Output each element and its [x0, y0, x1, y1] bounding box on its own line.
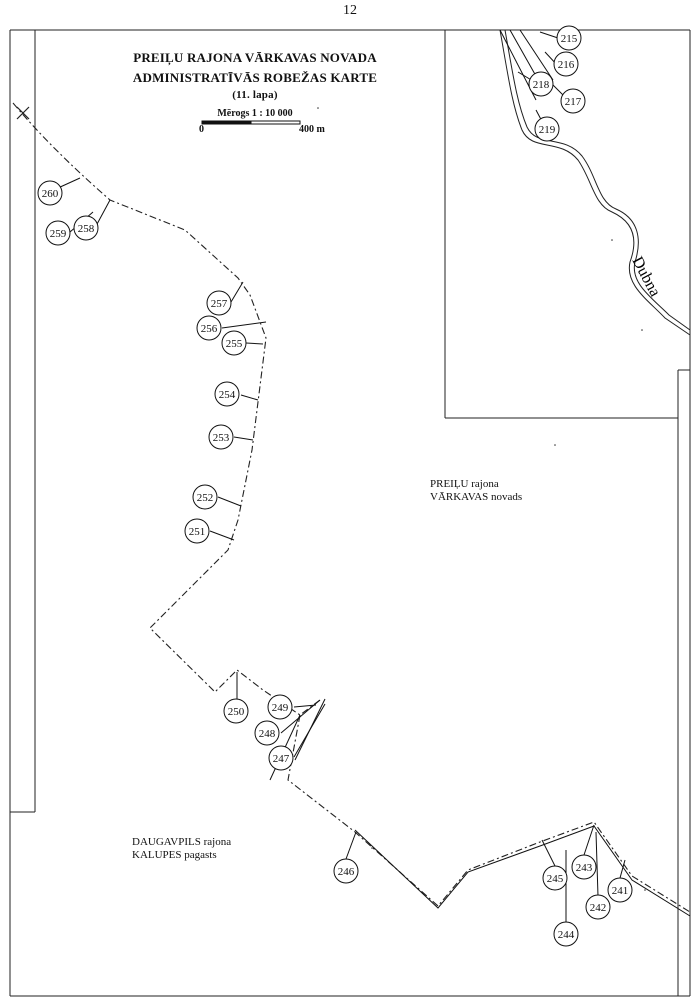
marker-label-256: 256 [201, 323, 218, 335]
page-number: 12 [343, 3, 357, 18]
dubna-river [499, 29, 691, 336]
region-preili-line2: VĀRKAVAS novads [430, 491, 523, 503]
boundary-solid-line [269, 29, 691, 917]
marker-circle-217 [560, 88, 586, 114]
map-title-line2: ADMINISTRATĪVĀS ROBEŽAS KARTE [132, 70, 378, 85]
marker-label-245: 245 [547, 873, 564, 885]
boundary-markers: 215 216 217 218 219 260 259 258 257 256 255 254 253 2… [37, 25, 633, 947]
scale-label: Mērogs 1 : 10 000 [217, 108, 293, 119]
map-title-line1: PREIĻU RAJONA VĀRKAVAS NOVADA [133, 50, 377, 65]
marker-label-257: 257 [211, 298, 228, 310]
scale-bar [201, 120, 301, 125]
region-label-daugavpils: DAUGAVPILS rajona KALUPES pagasts [132, 836, 231, 862]
scale-start-label: 0 [199, 124, 204, 135]
map-dots [317, 107, 646, 891]
marker-label-242: 242 [590, 902, 607, 914]
marker-circle-255 [221, 330, 247, 356]
map-frame [9, 29, 691, 997]
marker-circle-244 [553, 921, 579, 947]
map-sheet-label: (11. lapa) [232, 89, 278, 101]
region-label-preili: PREIĻU rajona VĀRKAVAS novads [430, 478, 522, 504]
marker-label-248: 248 [259, 728, 276, 740]
marker-circle-256 [196, 315, 222, 341]
marker-label-259: 259 [50, 228, 67, 240]
marker-label-218: 218 [533, 79, 550, 91]
marker-label-250: 250 [228, 706, 245, 718]
river-label: Dubna [628, 254, 663, 300]
marker-leaders [57, 31, 626, 922]
marker-label-241: 241 [612, 885, 629, 897]
marker-circle-250 [223, 698, 249, 724]
marker-circle-243 [571, 854, 597, 880]
marker-circle-247 [268, 745, 294, 771]
marker-circle-251 [184, 518, 210, 544]
marker-circle-248 [254, 720, 280, 746]
marker-label-215: 215 [561, 33, 578, 45]
marker-label-216: 216 [558, 59, 575, 71]
marker-label-217: 217 [565, 96, 582, 108]
region-daugavpils-line1: DAUGAVPILS rajona [132, 836, 232, 848]
boundary-cross-mark [16, 106, 30, 120]
boundary-line [12, 102, 691, 913]
marker-label-249: 249 [272, 702, 289, 714]
marker-circle-254 [214, 381, 240, 407]
marker-label-247: 247 [273, 753, 290, 765]
marker-circle-259 [45, 220, 71, 246]
marker-circle-249 [267, 694, 293, 720]
region-preili-line1: PREIĻU rajona [430, 478, 499, 490]
marker-label-243: 243 [576, 862, 593, 874]
marker-circle-258 [73, 215, 99, 241]
region-daugavpils-line2: KALUPES pagasts [132, 849, 217, 861]
marker-label-255: 255 [226, 338, 243, 350]
scale-end-label: 400 m [299, 124, 325, 135]
marker-circle-257 [206, 290, 232, 316]
marker-label-219: 219 [539, 124, 556, 136]
marker-circle-219 [534, 116, 560, 142]
marker-label-260: 260 [42, 188, 59, 200]
marker-circle-215 [556, 25, 582, 51]
marker-label-251: 251 [189, 526, 206, 538]
marker-label-253: 253 [213, 432, 230, 444]
marker-label-254: 254 [219, 389, 236, 401]
marker-circle-246 [333, 858, 359, 884]
marker-circle-241 [607, 877, 633, 903]
marker-label-244: 244 [558, 929, 575, 941]
marker-circle-242 [585, 894, 611, 920]
marker-circle-218 [528, 71, 554, 97]
marker-circle-253 [208, 424, 234, 450]
marker-circle-216 [553, 51, 579, 77]
marker-circle-260 [37, 180, 63, 206]
marker-circle-245 [542, 865, 568, 891]
marker-circle-252 [192, 484, 218, 510]
marker-label-258: 258 [78, 223, 95, 235]
marker-label-246: 246 [338, 866, 355, 878]
marker-label-252: 252 [197, 492, 214, 504]
